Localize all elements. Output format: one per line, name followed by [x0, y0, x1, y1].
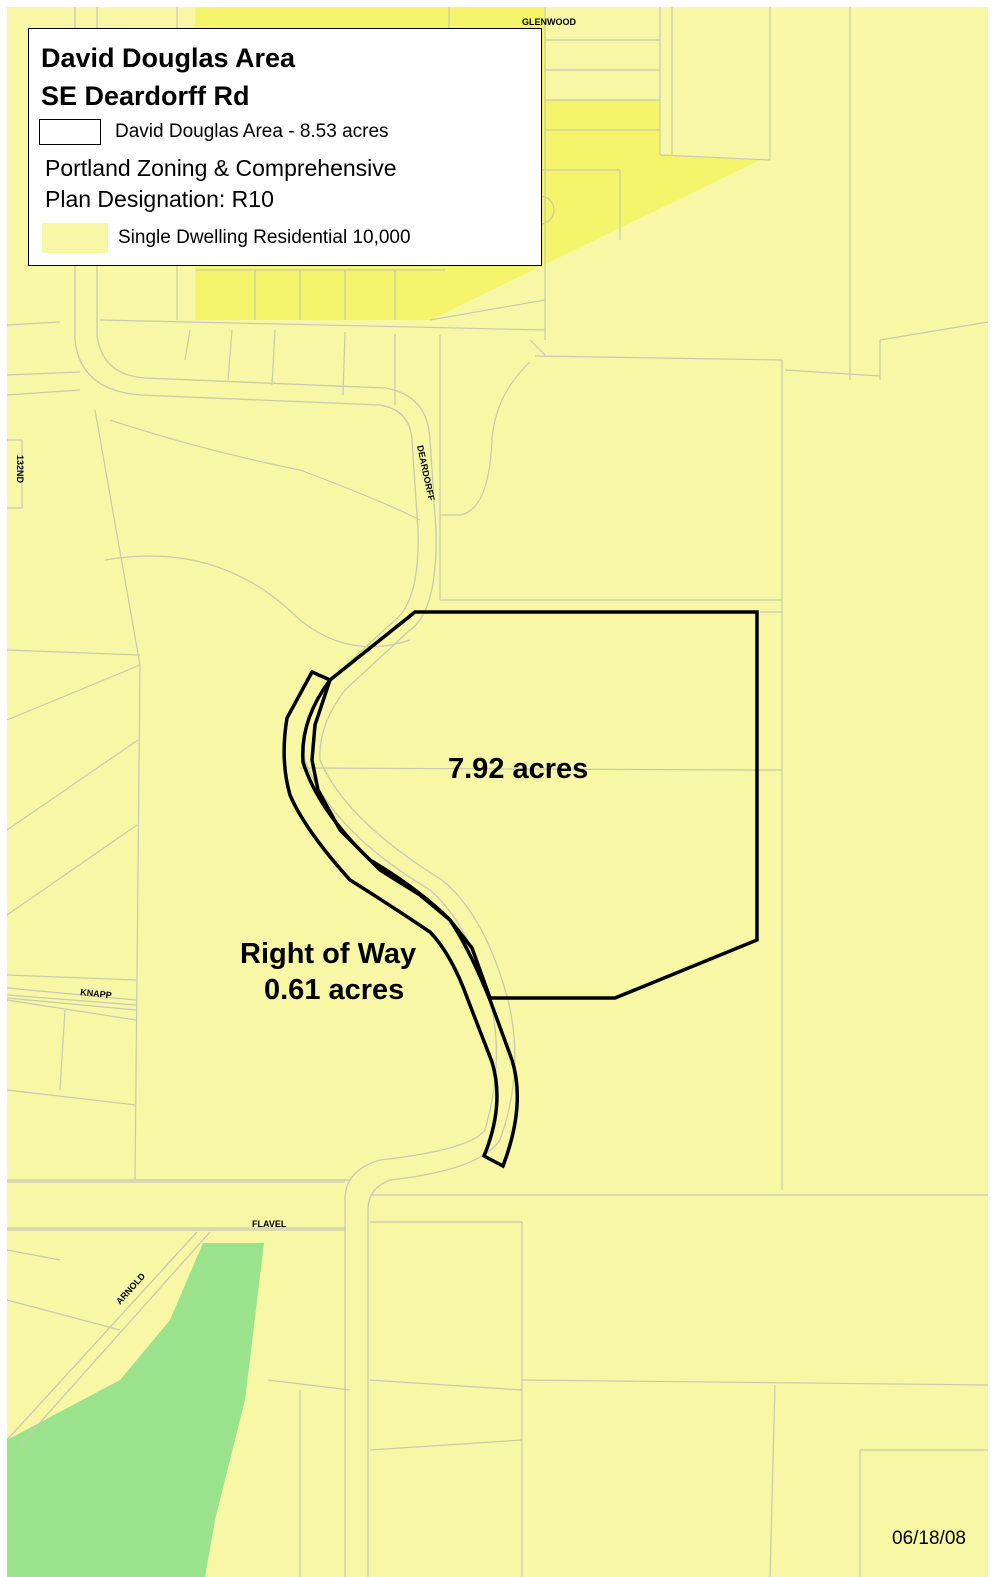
legend-zoning-line1: Portland Zoning & Comprehensive	[45, 155, 397, 181]
right-of-way-outline	[282, 669, 520, 1169]
legend-zoning-line2: Plan Designation: R10	[45, 186, 274, 212]
road-label-glenwood: GLENWOOD	[522, 17, 576, 27]
map-legend: David Douglas Area SE Deardorff Rd David…	[28, 28, 542, 266]
right-of-way-acreage: 0.61 acres	[264, 974, 404, 1006]
legend-subtitle: SE Deardorff Rd	[41, 81, 250, 111]
legend-outline-label: David Douglas Area - 8.53 acres	[115, 121, 389, 142]
legend-outline-swatch	[39, 119, 101, 145]
open-space-zone	[7, 1243, 264, 1577]
legend-r10-label: Single Dwelling Residential 10,000	[118, 227, 411, 248]
parcel-acreage-label: 7.92 acres	[448, 753, 588, 785]
road-label-132nd: 132ND	[15, 455, 25, 484]
road-label-knapp: KNAPP	[80, 987, 112, 1000]
legend-title: David Douglas Area	[41, 43, 296, 73]
right-of-way-label: Right of Way	[240, 938, 416, 970]
legend-r10-swatch	[42, 223, 108, 253]
map-date: 06/18/08	[892, 1528, 966, 1549]
road-label-flavel: FLAVEL	[252, 1219, 287, 1229]
road-edges	[6, 7, 516, 1577]
parcel-lines	[6, 7, 989, 1577]
